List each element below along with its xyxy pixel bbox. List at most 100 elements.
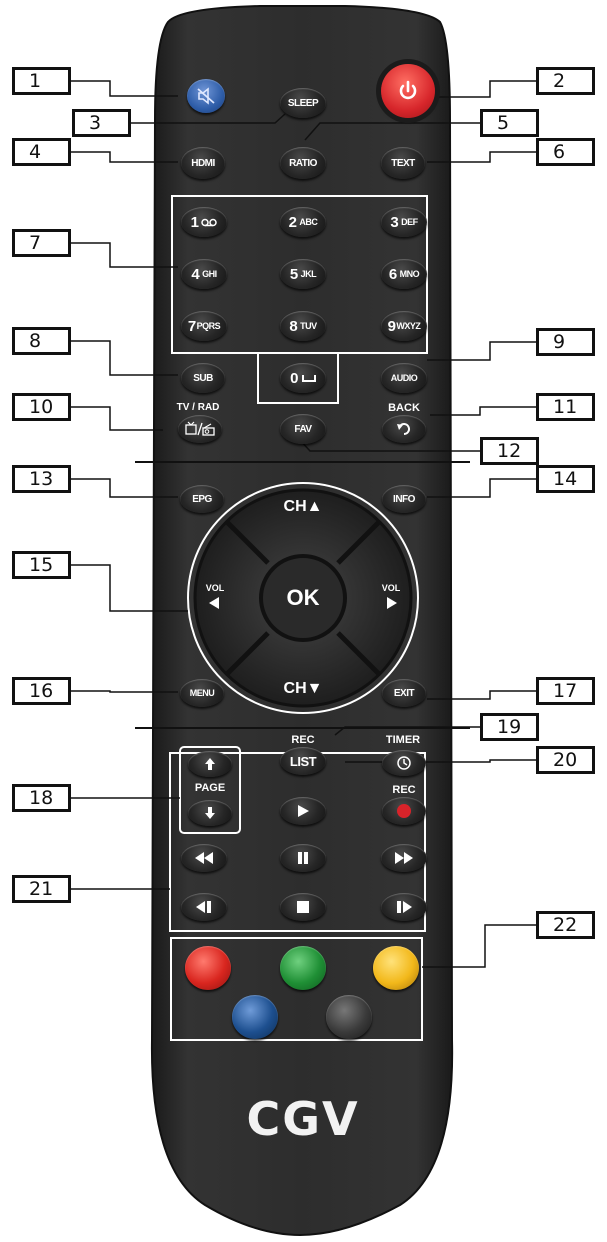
number-key-letters: MNO	[399, 269, 420, 279]
channel-down-button[interactable]: CH▼	[283, 680, 323, 697]
clock-icon	[397, 756, 411, 770]
number-key-letters: ABC	[299, 217, 318, 227]
brand-logo: CGV	[246, 1092, 360, 1146]
sleep-button[interactable]: SLEEP	[280, 88, 326, 118]
pause-button[interactable]	[280, 844, 326, 872]
grey-button[interactable]	[326, 995, 372, 1039]
back-button[interactable]	[382, 415, 426, 443]
timer-label: TIMER	[385, 734, 421, 746]
callout-22: 22	[536, 911, 595, 939]
callout-2: 2	[536, 67, 595, 95]
callout-19: 19	[480, 713, 539, 741]
stop-icon	[297, 901, 309, 913]
callout-21: 21	[12, 875, 71, 903]
info-button[interactable]: INFO	[382, 485, 426, 513]
ok-button[interactable]: OK	[286, 585, 320, 610]
page-up-arrow-icon	[205, 758, 215, 770]
page-frame	[179, 746, 241, 834]
callout-18: 18	[12, 784, 71, 812]
callout-17: 17	[536, 677, 595, 705]
number-key-label: 7	[187, 317, 196, 335]
hdmi-button[interactable]: HDMI	[181, 147, 225, 179]
rewind-button[interactable]	[181, 844, 227, 872]
yellow-button[interactable]	[373, 946, 419, 990]
menu-button[interactable]: MENU	[180, 679, 224, 707]
play-icon	[298, 805, 309, 817]
volume-down-button[interactable]: VOL	[200, 583, 230, 617]
green-button[interactable]	[280, 946, 326, 990]
callout-4: 4	[12, 138, 71, 166]
timer-button[interactable]	[382, 750, 426, 776]
fast-forward-button[interactable]	[381, 844, 427, 872]
record-dot-icon	[397, 804, 411, 818]
number-key-letters: WXYZ	[396, 321, 421, 331]
subtitle-button[interactable]: SUB	[181, 363, 225, 393]
skip-forward-button[interactable]	[381, 893, 427, 921]
callout-1: 1	[12, 67, 71, 95]
rec-list-label: REC	[291, 734, 315, 746]
number-key-letters: GHI	[202, 269, 217, 279]
callout-6: 6	[536, 138, 595, 166]
epg-button[interactable]: EPG	[180, 485, 224, 513]
fav-button[interactable]: FAV	[280, 414, 326, 444]
callout-16: 16	[12, 677, 71, 705]
number-key-label: 6	[388, 265, 397, 283]
callout-15: 15	[12, 551, 71, 579]
blue-button[interactable]	[232, 995, 278, 1039]
tv-rad-label: TV / RAD	[176, 402, 220, 413]
power-icon	[399, 80, 417, 100]
page-up-button[interactable]	[188, 751, 232, 777]
right-arrow-icon	[387, 597, 397, 609]
back-label: BACK	[388, 402, 420, 414]
callout-8: 8	[12, 327, 71, 355]
number-key-letters: TUV	[300, 321, 317, 331]
number-key-label: 4	[191, 265, 200, 283]
play-button[interactable]	[280, 797, 326, 825]
callout-13: 13	[12, 465, 71, 493]
space-icon	[301, 375, 316, 382]
exit-button[interactable]: EXIT	[382, 679, 426, 707]
number-key-letters: DEF	[401, 217, 418, 227]
tv-radio-icon	[185, 421, 215, 436]
rewind-icon	[195, 852, 213, 864]
number-key-label: 5	[289, 265, 298, 283]
red-button[interactable]	[185, 946, 231, 990]
power-button[interactable]	[381, 64, 435, 118]
number-key-label: 8	[289, 317, 298, 335]
ratio-button[interactable]: RATIO	[280, 147, 326, 179]
number-key-0[interactable]: 0	[280, 363, 326, 393]
volume-up-label: VOL	[381, 583, 401, 593]
number-key-1[interactable]: 1	[181, 207, 227, 237]
rec-list-button[interactable]: LIST	[280, 747, 326, 775]
volume-up-button[interactable]: VOL	[376, 583, 406, 617]
stop-button[interactable]	[280, 893, 326, 921]
skip-back-button[interactable]	[181, 893, 227, 921]
callout-20: 20	[536, 746, 595, 774]
back-arrow-icon	[397, 423, 410, 435]
fast-forward-icon	[395, 852, 413, 864]
mute-button[interactable]	[187, 79, 225, 113]
page-down-button[interactable]	[188, 800, 232, 826]
number-key-label: 1	[190, 213, 199, 231]
callout-7: 7	[12, 229, 71, 257]
number-key-label: 0	[290, 369, 298, 387]
audio-button[interactable]: AUDIO	[381, 363, 427, 393]
number-key-label: 2	[288, 213, 297, 231]
record-button[interactable]	[382, 797, 426, 825]
voicemail-icon	[201, 218, 218, 226]
text-button[interactable]: TEXT	[381, 147, 425, 179]
page-label: PAGE	[194, 782, 226, 794]
page-down-arrow-icon	[205, 807, 215, 819]
tv-radio-button[interactable]	[178, 415, 222, 443]
channel-up-button[interactable]: CH▲	[283, 498, 323, 515]
